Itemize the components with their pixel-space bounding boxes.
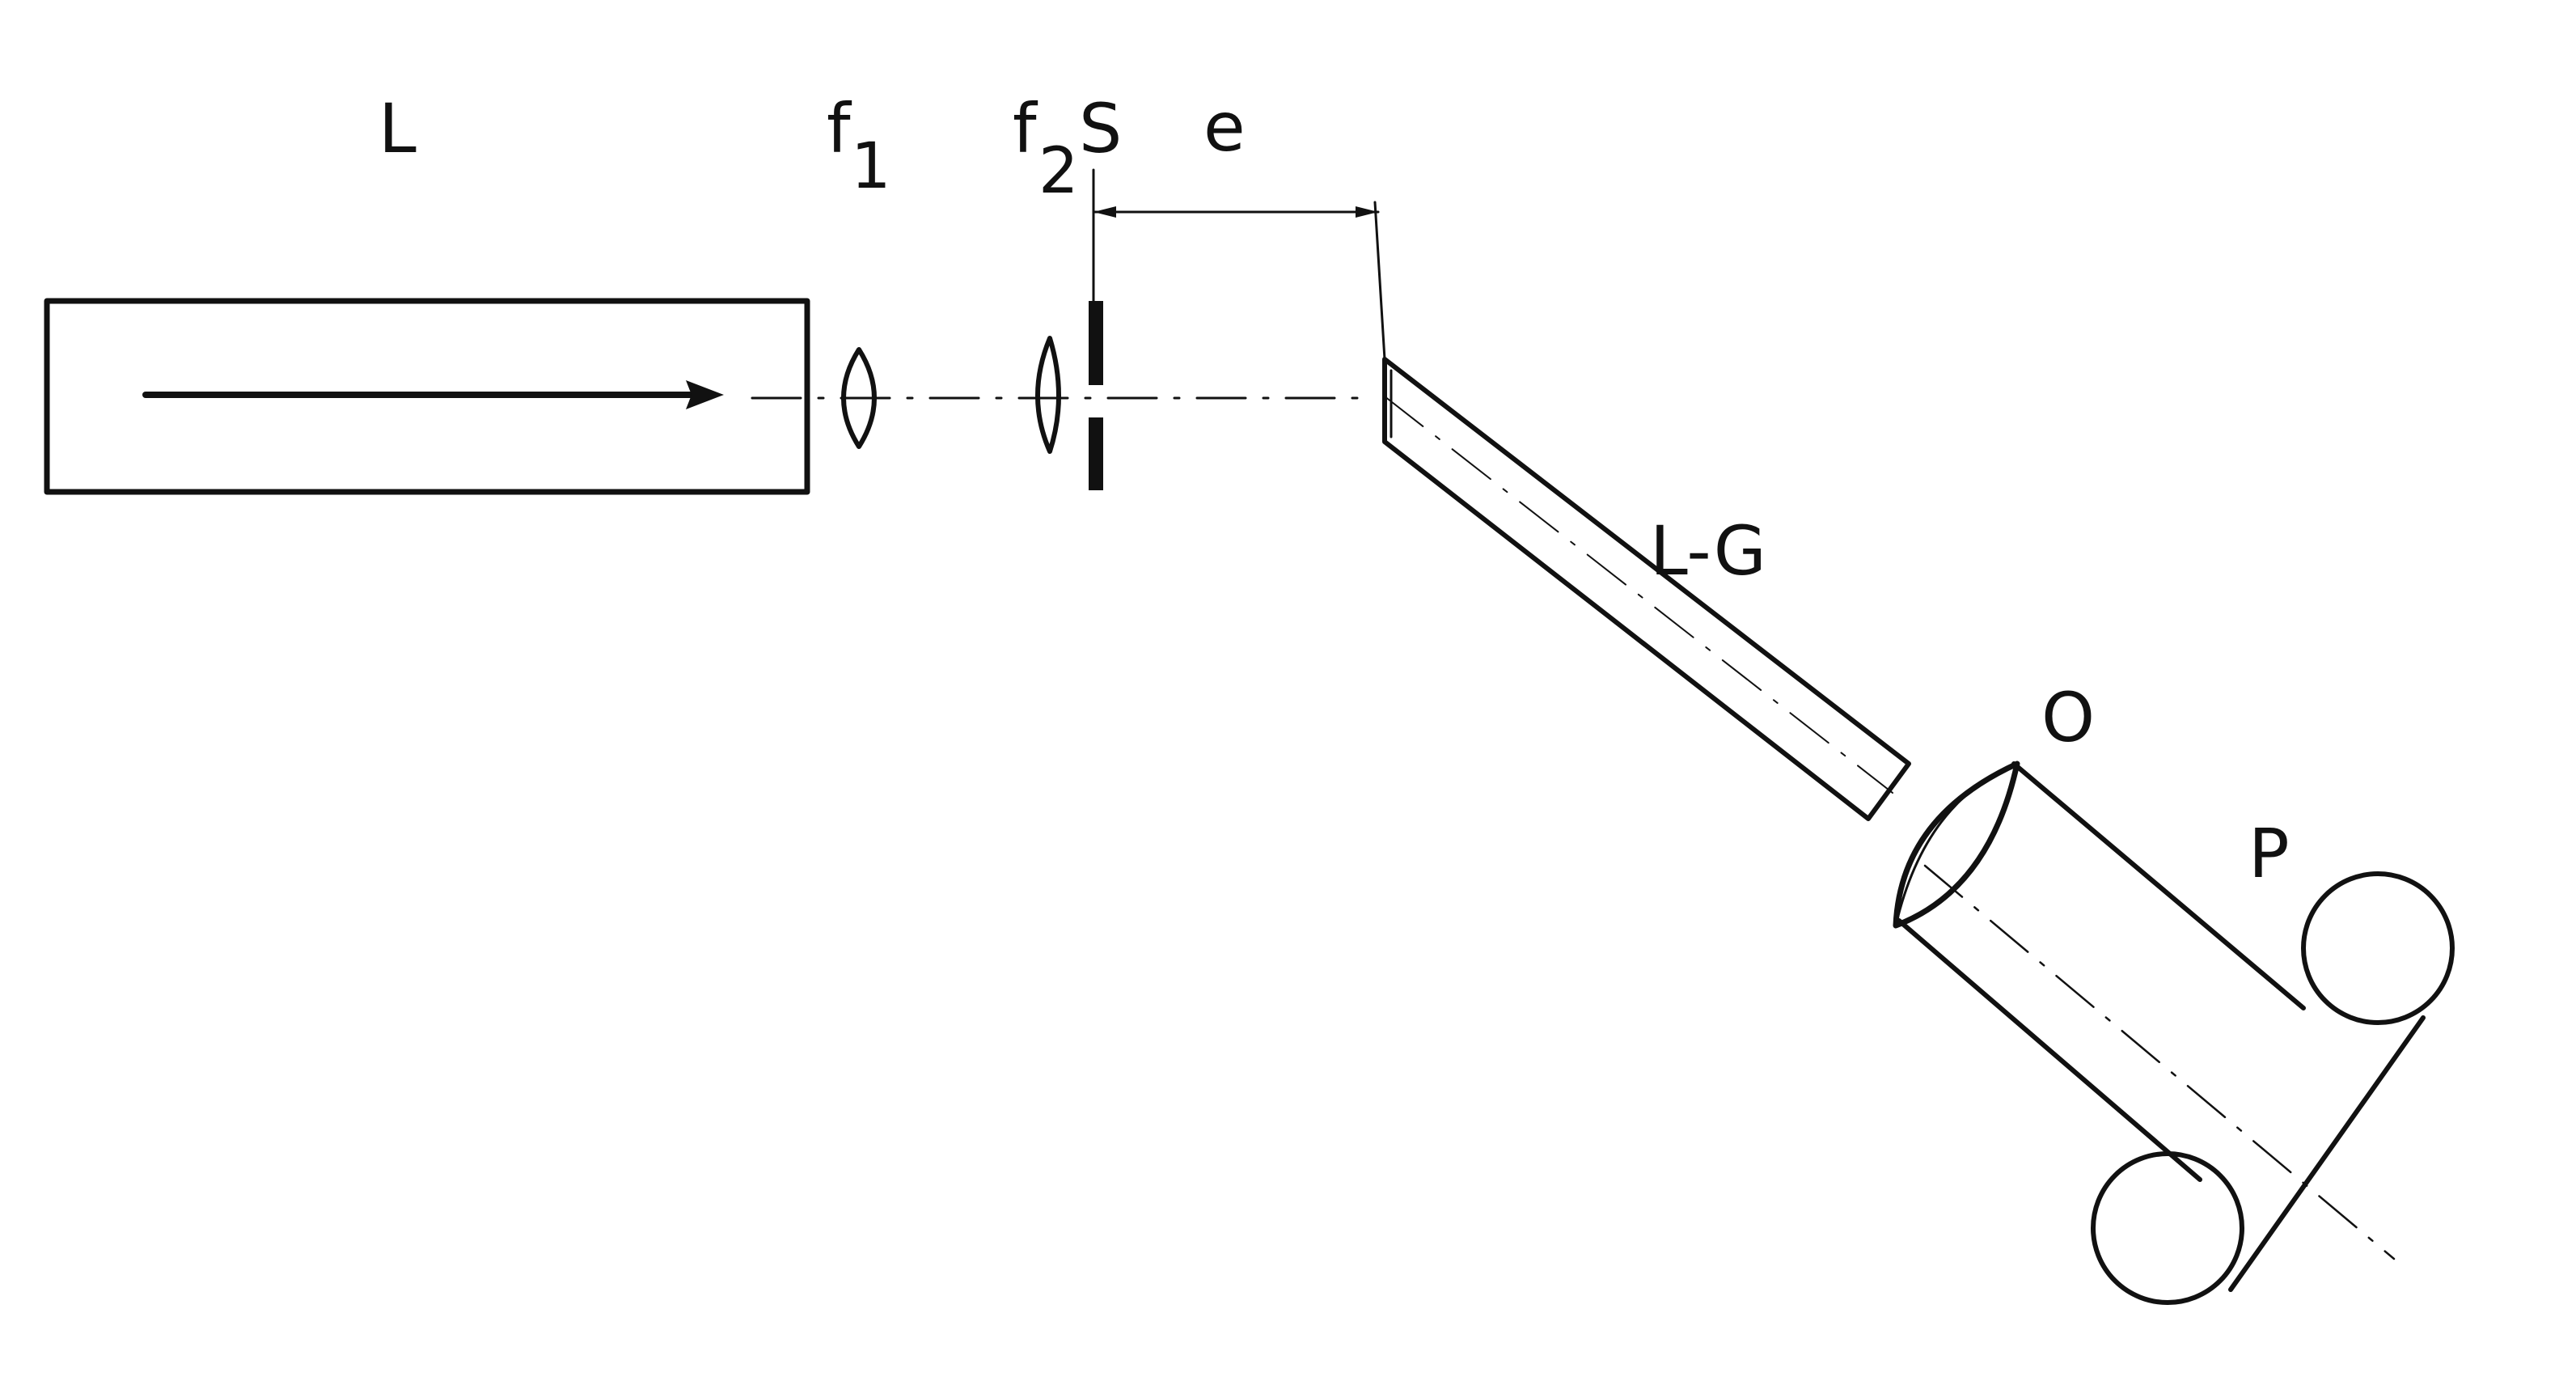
distance-label: e	[1203, 87, 1246, 167]
lens-f2-subscript: 2	[1038, 135, 1079, 208]
film-spool-lower	[2091, 1151, 2244, 1305]
light-guide	[1382, 357, 1911, 821]
objective-lens	[1893, 760, 2020, 929]
light-guide-label: L-G	[1650, 511, 1766, 591]
laser-tube	[44, 298, 810, 495]
lens-f2-label: f	[1013, 89, 1038, 168]
film-spool-upper	[2301, 871, 2455, 1025]
laser-label: L	[379, 89, 417, 168]
lens-f2	[1035, 336, 1061, 454]
lens-f1-subscript: 1	[851, 130, 891, 203]
lens-f1	[841, 347, 877, 449]
camera-body	[1897, 761, 2426, 1292]
objective-label: O	[2041, 678, 2095, 757]
slit-aperture	[1089, 301, 1103, 490]
distance-dimension	[1092, 168, 1386, 361]
slit-label: S	[1079, 89, 1122, 168]
film-spool-label: P	[2248, 814, 2290, 893]
lens-f1-label: f	[827, 89, 852, 168]
